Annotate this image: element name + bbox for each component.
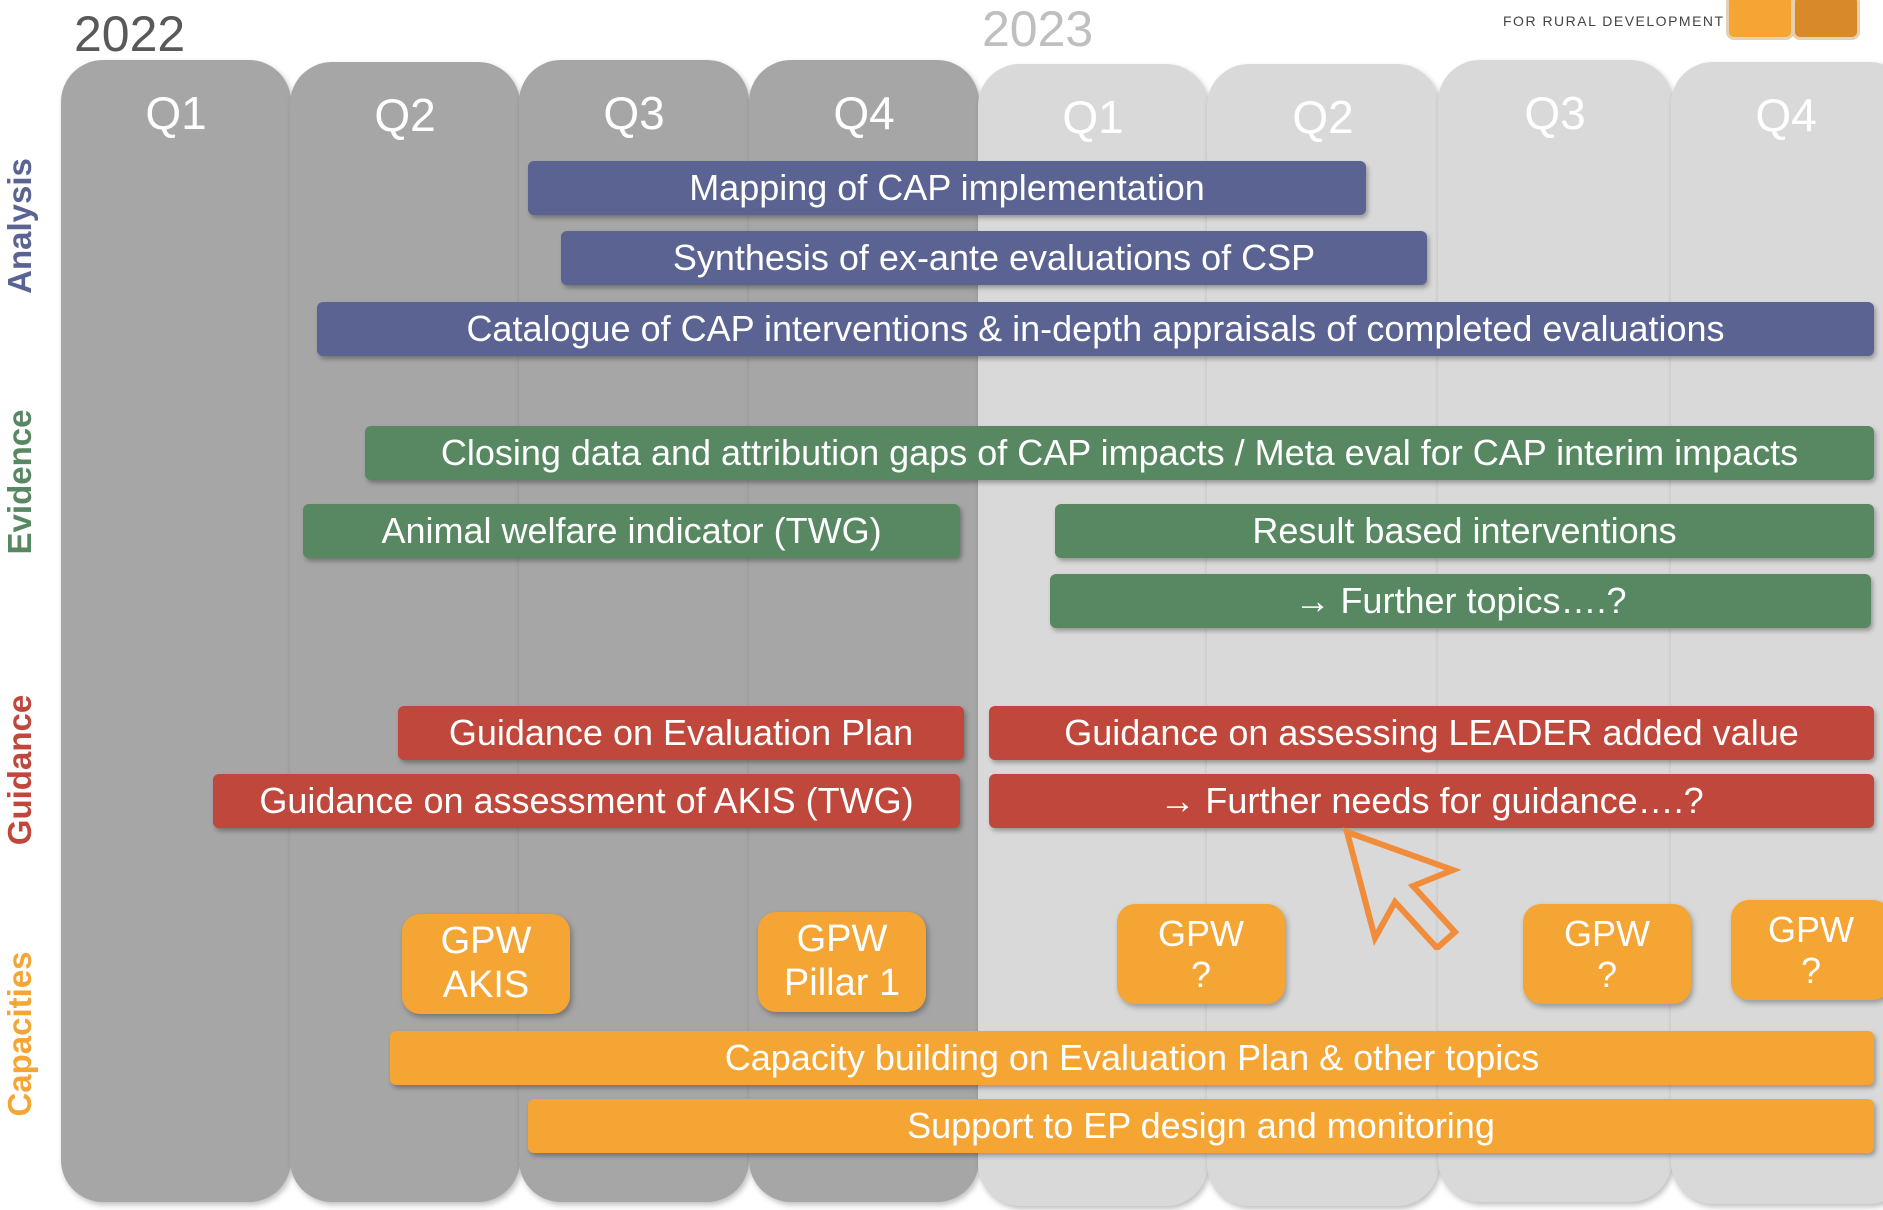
gpw-q3-line1: GPW xyxy=(1564,912,1650,954)
bar-capacity-building: Capacity building on Evaluation Plan & o… xyxy=(390,1031,1874,1085)
gpw-pillar-line2: Pillar 1 xyxy=(783,962,901,1004)
logo-text: FOR RURAL DEVELOPMENT xyxy=(1503,13,1725,29)
cursor-arrow-icon xyxy=(1342,827,1462,950)
quarter-column-2022-q2: Q2 xyxy=(290,62,520,1202)
quarter-label: Q3 xyxy=(603,87,665,139)
quarter-label: Q4 xyxy=(833,87,895,139)
quarter-label: Q2 xyxy=(1292,91,1354,143)
gpw-q3-line2: ? xyxy=(1596,954,1618,995)
gpw-pillar-line1: GPW xyxy=(796,918,888,961)
bar-closing-data-gaps: Closing data and attribution gaps of CAP… xyxy=(365,426,1874,480)
gpw-pillar-1: GPW Pillar 1 xyxy=(758,912,926,1012)
gpw-akis-line1: GPW xyxy=(440,920,532,963)
year-2023: 2023 xyxy=(982,1,1094,57)
quarter-label: Q2 xyxy=(374,89,436,141)
bar-guidance-leader-added-value: Guidance on assessing LEADER added value xyxy=(989,706,1874,760)
bar-support-ep-design: Support to EP design and monitoring xyxy=(528,1099,1874,1153)
bar-guidance-evaluation-plan: Guidance on Evaluation Plan xyxy=(398,706,964,760)
row-label-capacities: Capacities xyxy=(1,951,38,1117)
row-label-analysis: Analysis xyxy=(1,158,38,294)
gpw-akis-line2: AKIS xyxy=(442,964,530,1006)
row-label-guidance: Guidance xyxy=(1,694,38,846)
bar-catalogue-cap-interventions: Catalogue of CAP interventions & in-dept… xyxy=(317,302,1874,356)
gpw-2023-q1: GPW ? xyxy=(1117,904,1285,1004)
gpw-q4-line1: GPW xyxy=(1768,908,1854,950)
bar-result-based-interventions: Result based interventions xyxy=(1055,504,1874,558)
quarter-column-2023-q4: Q4 xyxy=(1671,62,1883,1204)
quarter-column-2022-q1: Q1 xyxy=(61,60,291,1202)
gpw-q1-line1: GPW xyxy=(1158,912,1244,954)
bar-further-needs-guidance: → Further needs for guidance….? xyxy=(989,774,1874,828)
gpw-akis: GPW AKIS xyxy=(402,914,570,1014)
bar-synthesis-ex-ante: Synthesis of ex-ante evaluations of CSP xyxy=(561,231,1427,285)
bar-animal-welfare-indicator: Animal welfare indicator (TWG) xyxy=(303,504,960,558)
year-2022: 2022 xyxy=(74,6,186,62)
bar-guidance-akis: Guidance on assessment of AKIS (TWG) xyxy=(213,774,960,828)
quarter-label: Q3 xyxy=(1524,87,1586,139)
gpw-2023-q3: GPW ? xyxy=(1523,904,1691,1004)
quarter-label: Q1 xyxy=(1062,91,1124,143)
quarter-column-2023-q3: Q3 xyxy=(1438,60,1672,1202)
quarter-label: Q4 xyxy=(1755,89,1817,141)
gpw-q1-line2: ? xyxy=(1190,954,1212,995)
row-label-evidence: Evidence xyxy=(1,409,38,555)
gpw-q4-line2: ? xyxy=(1800,950,1822,991)
bar-mapping-cap-implementation: Mapping of CAP implementation xyxy=(528,161,1366,215)
logo-graphic xyxy=(1726,0,1860,40)
quarter-label: Q1 xyxy=(145,87,207,139)
gpw-2023-q4: GPW ? xyxy=(1731,900,1883,1000)
bar-further-topics: → Further topics….? xyxy=(1050,574,1871,628)
